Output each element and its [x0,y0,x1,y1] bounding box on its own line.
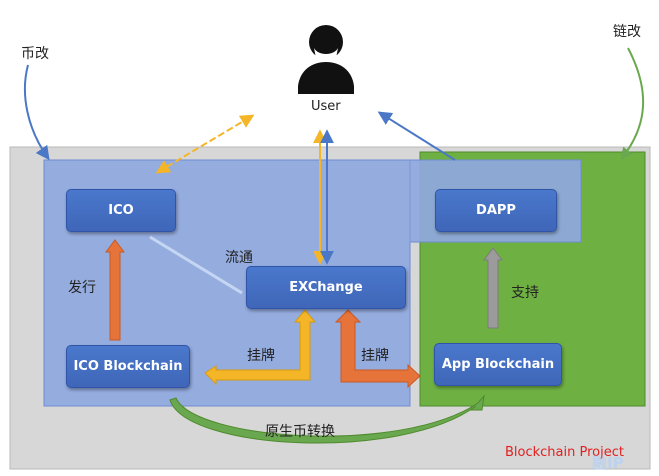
coin-reform-arrow [23,64,50,161]
watermark-logo: 融IP [592,454,624,472]
circulate-label: 流通 [225,250,253,266]
dapp-user-arrow [377,111,456,161]
user-label: User [311,99,341,114]
dapp-box: DAPP [435,189,557,232]
chain-reform-arrow [620,47,644,160]
user-silhouette-icon [298,25,354,94]
support-label: 支持 [511,285,539,301]
ico-user-arrow [155,114,255,174]
listing-left-label: 挂牌 [247,348,275,364]
native-coin-label: 原生币转换 [265,424,335,440]
project-label: Blockchain Project [505,445,624,460]
native-coin-arrow [169,394,485,444]
app-blockchain-box: App Blockchain [434,343,562,386]
listing-right-label: 挂牌 [361,348,389,364]
issue-arrow [105,239,125,341]
ico-exchange-line [149,235,243,295]
coin-reform-label: 币改 [21,46,49,62]
listing-arrow-right [334,309,421,389]
listing-arrow-left [204,309,317,386]
chain-reform-label: 链改 [613,24,641,40]
ico-box: ICO [66,189,176,232]
issue-label: 发行 [68,280,96,296]
support-arrow [483,247,503,329]
ico-blockchain-box: ICO Blockchain [66,345,190,388]
exchange-box: EXChange [246,266,406,309]
